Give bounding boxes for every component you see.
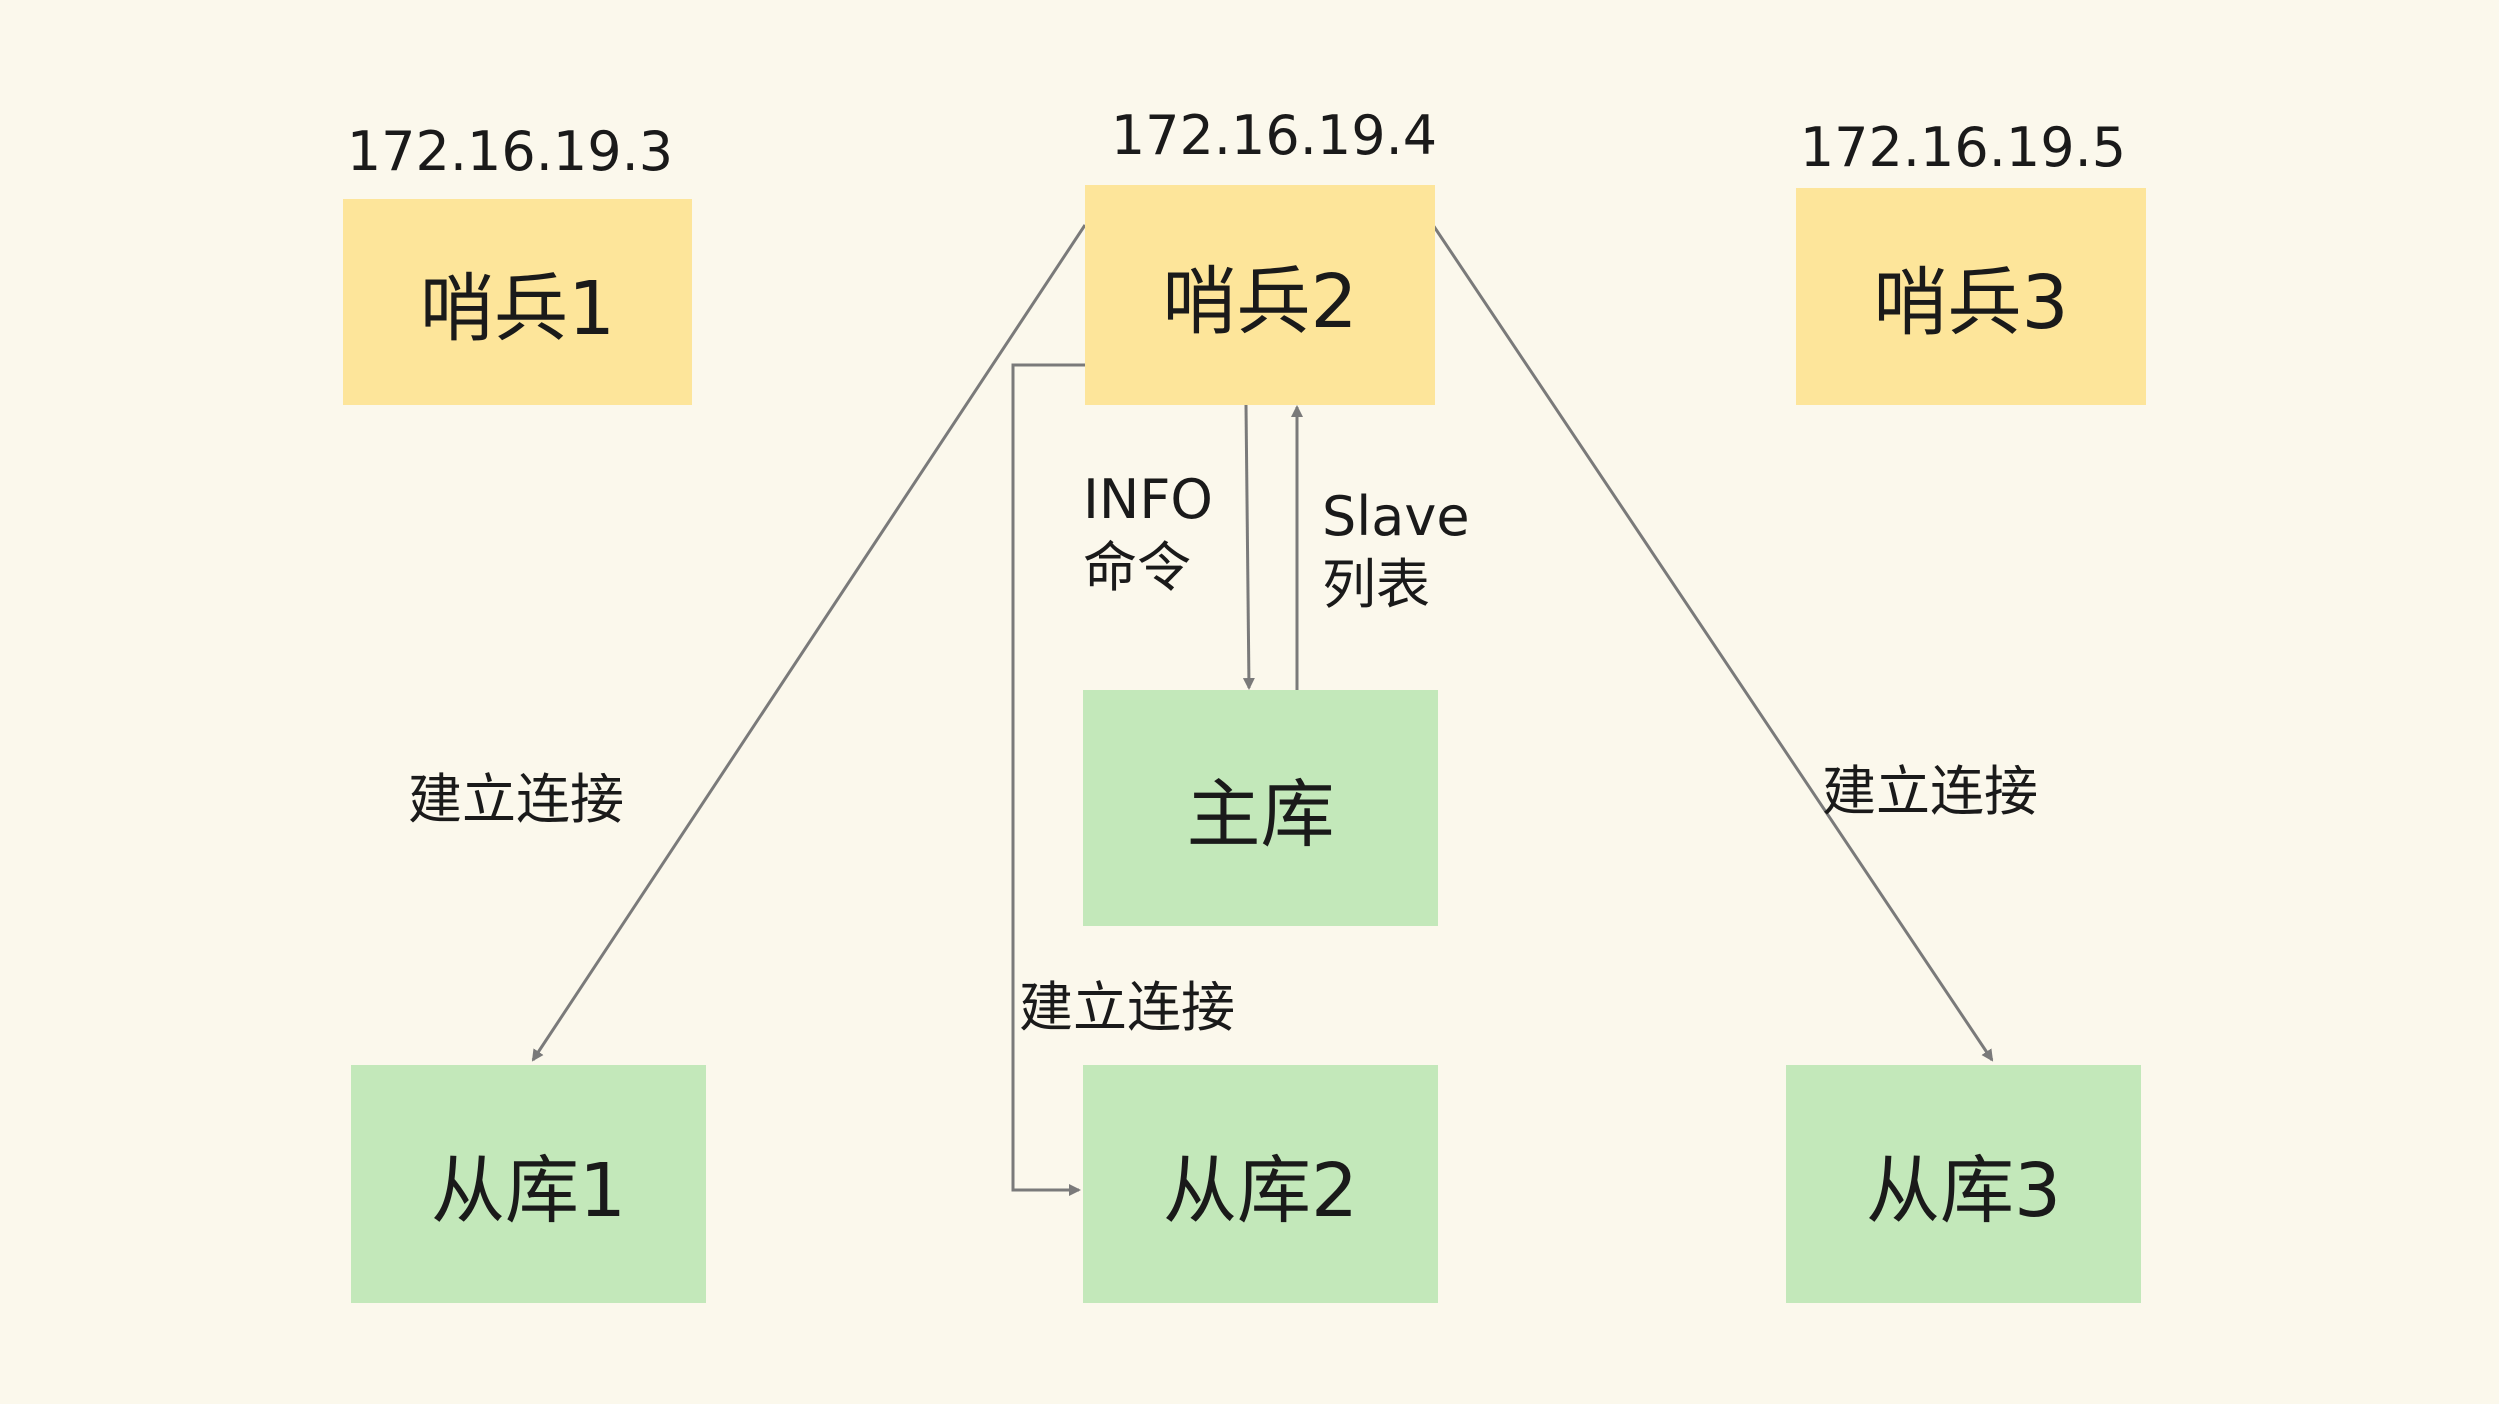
replica2-label: 从库2: [1162, 1147, 1359, 1234]
replica3-label: 从库3: [1865, 1147, 2062, 1234]
sentinel3-node: 哨兵3: [1796, 188, 2146, 405]
sentinel3-label: 哨兵3: [1873, 260, 2069, 346]
replica3-node: 从库3: [1786, 1065, 2141, 1303]
sentinel1-node: 哨兵1: [343, 199, 692, 405]
info-command-line1: INFO: [1083, 468, 1213, 531]
sentinel3-ip: 172.16.19.5: [1799, 116, 2127, 179]
connect-right-label: 建立连接: [1822, 760, 2038, 823]
replica2-node: 从库2: [1083, 1065, 1438, 1303]
edge-connect-replica1: [531, 224, 1087, 1062]
info-command-label: INFO 命令: [1083, 466, 1213, 602]
slave-list-label: Slave 列表: [1322, 483, 1470, 619]
info-command-line2: 命令: [1083, 536, 1191, 599]
replica1-node: 从库1: [351, 1065, 706, 1303]
sentinel1-label: 哨兵1: [419, 265, 616, 352]
sentinel2-node: 哨兵2: [1085, 185, 1435, 405]
sentinel1-ip: 172.16.19.3: [346, 120, 674, 183]
replica1-label: 从库1: [430, 1147, 627, 1234]
master-node: 主库: [1083, 690, 1438, 926]
edge-connect-replica2: [1011, 363, 1085, 1196]
master-label: 主库: [1186, 771, 1335, 858]
sentinel2-ip: 172.16.19.4: [1110, 104, 1438, 167]
connect-left-label: 建立连接: [408, 768, 624, 831]
slave-list-line1: Slave: [1322, 485, 1470, 548]
sentinel2-label: 哨兵2: [1162, 258, 1358, 345]
edge-info-command: [1242, 404, 1255, 690]
slave-list-line2: 列表: [1322, 553, 1430, 616]
edge-connect-replica3: [1431, 224, 1994, 1062]
connect-middle-label: 建立连接: [1019, 976, 1235, 1039]
